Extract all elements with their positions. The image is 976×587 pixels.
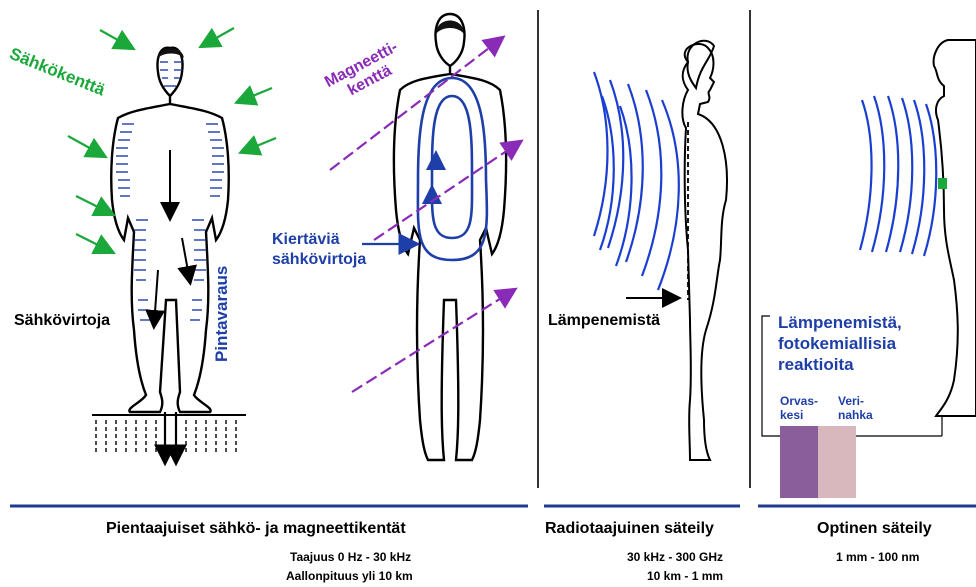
optical-figure: [762, 40, 976, 498]
dermis-label: Veri- nahka: [838, 394, 873, 422]
ground-hatching: [92, 415, 246, 452]
radio-frequency: 30 kHz - 300 GHz: [627, 550, 723, 564]
cornea-swatch: [780, 426, 818, 498]
hair-2: [436, 21, 464, 35]
eddy-currents-line1: Kiertäviä: [272, 230, 366, 250]
skin-layer-swatches: [780, 426, 856, 498]
surface-charge-label: Pintavaraus: [212, 266, 232, 362]
low-frequency-frequency: Taajuus 0 Hz - 30 kHz: [290, 550, 411, 564]
radio-figure: [594, 41, 727, 460]
currents-label: Sähkövirtoja: [14, 312, 110, 330]
ground-current-arrows: [165, 412, 176, 462]
optical-wavelength: 1 mm - 100 nm: [836, 550, 919, 564]
optical-waves: [860, 96, 936, 256]
low-frequency-wavelength: Aallonpituus yli 10 km: [286, 569, 413, 583]
woman-outline-2: [934, 40, 976, 416]
absorption-marker: [938, 178, 947, 189]
cornea-label: Orvas- kesi: [780, 394, 818, 422]
dermis-line1: Veri-: [838, 394, 873, 408]
eddy-current-loops: [418, 78, 487, 260]
electric-field-arrows: [68, 28, 276, 252]
radio-title: Radiotaajuinen säteily: [545, 520, 714, 538]
eddy-currents-line2: sähkövirtoja: [272, 250, 366, 270]
woman-hair-1: [687, 41, 714, 88]
cornea-line2: kesi: [780, 408, 818, 422]
woman-outline-1: [682, 44, 727, 460]
optical-title: Optinen säteily: [817, 520, 932, 538]
optical-effects-label: Lämpenemistä, fotokemiallisia reaktioita: [778, 312, 902, 375]
optical-effects-line2: fotokemiallisia: [778, 333, 902, 354]
optical-effects-line3: reaktioita: [778, 354, 902, 375]
dermis-swatch: [818, 426, 856, 498]
dermis-line2: nahka: [838, 408, 873, 422]
radio-waves: [594, 72, 679, 290]
eddy-currents-label: Kiertäviä sähkövirtoja: [272, 230, 366, 270]
cornea-line1: Orvas-: [780, 394, 818, 408]
radio-heating-label: Lämpenemistä: [548, 312, 660, 330]
optical-effects-line1: Lämpenemistä,: [778, 312, 902, 333]
radio-wavelength: 10 km - 1 mm: [647, 569, 723, 583]
low-frequency-title: Pientaajuiset sähkö- ja magneettikentät: [106, 520, 406, 538]
